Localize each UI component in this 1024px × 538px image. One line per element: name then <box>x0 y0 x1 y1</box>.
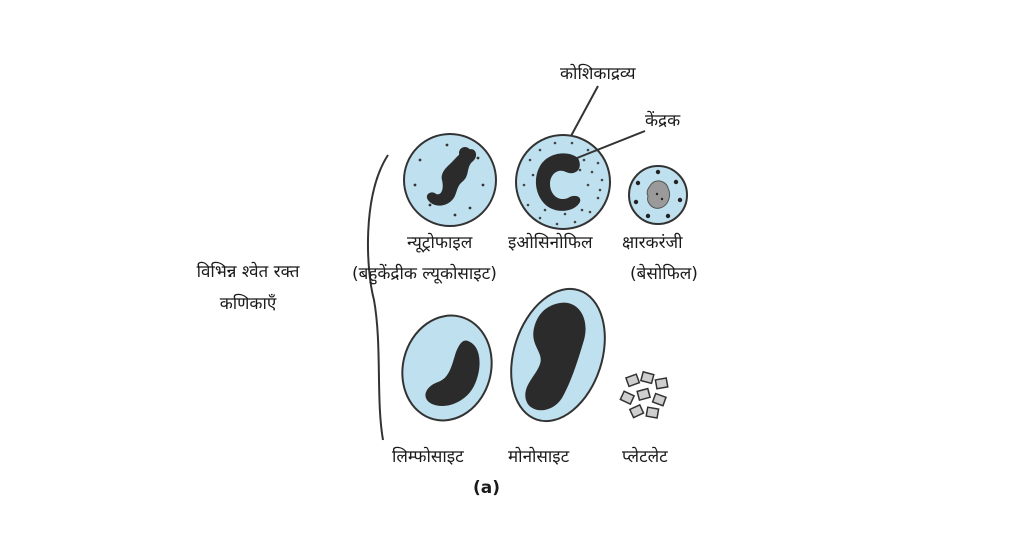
lymphocyte-label: लिम्फोसाइट <box>392 447 464 467</box>
basophil-label: क्षारकरंजी <box>622 233 683 253</box>
platelet <box>651 392 667 407</box>
platelet <box>619 390 636 406</box>
platelet <box>624 373 641 388</box>
basophil-nucleus <box>646 180 671 209</box>
figure-caption: (a) <box>473 478 501 498</box>
eosinophil-cell <box>515 134 611 230</box>
polymorph-note-label: (बहुकेंद्रीक ल्यूकोसाइट) <box>352 264 497 284</box>
platelets <box>619 370 669 419</box>
platelet <box>628 403 645 419</box>
monocyte-nucleus <box>525 302 586 411</box>
platelet <box>639 370 655 385</box>
grouping-brace <box>367 154 389 441</box>
cytoplasm-label: कोशिकाद्रव्य <box>560 64 636 84</box>
lymphocyte-cell <box>401 314 493 422</box>
neutrophil-nucleus <box>426 149 477 206</box>
platelet-label: प्लेटलेट <box>622 447 668 467</box>
basophil-granules <box>633 169 683 219</box>
basophil-cell <box>628 165 688 225</box>
eosinophil-nucleus <box>535 153 581 211</box>
cytoplasm-leader-line <box>570 85 599 137</box>
platelet <box>645 406 660 419</box>
nucleus-leader-line <box>576 130 646 159</box>
lymphocyte-nucleus <box>425 340 480 406</box>
nucleus-label: केंद्रक <box>645 111 681 131</box>
basophil-alt-label: (बेसोफिल) <box>630 264 698 284</box>
neutrophil-granules <box>413 143 485 217</box>
monocyte-label: मोनोसाइट <box>508 447 570 467</box>
group-title-line1: विभिन्न श्वेत रक्त <box>196 262 300 282</box>
neutrophil-label: न्यूट्रोफाइल <box>407 233 473 253</box>
monocyte-cell <box>510 287 606 423</box>
platelet <box>654 377 669 390</box>
eosinophil-label: इओसिनोफिल <box>508 233 593 253</box>
group-title-line2: कणिकाएँ <box>219 294 277 314</box>
neutrophil-cell <box>403 133 497 227</box>
platelet <box>636 387 652 402</box>
